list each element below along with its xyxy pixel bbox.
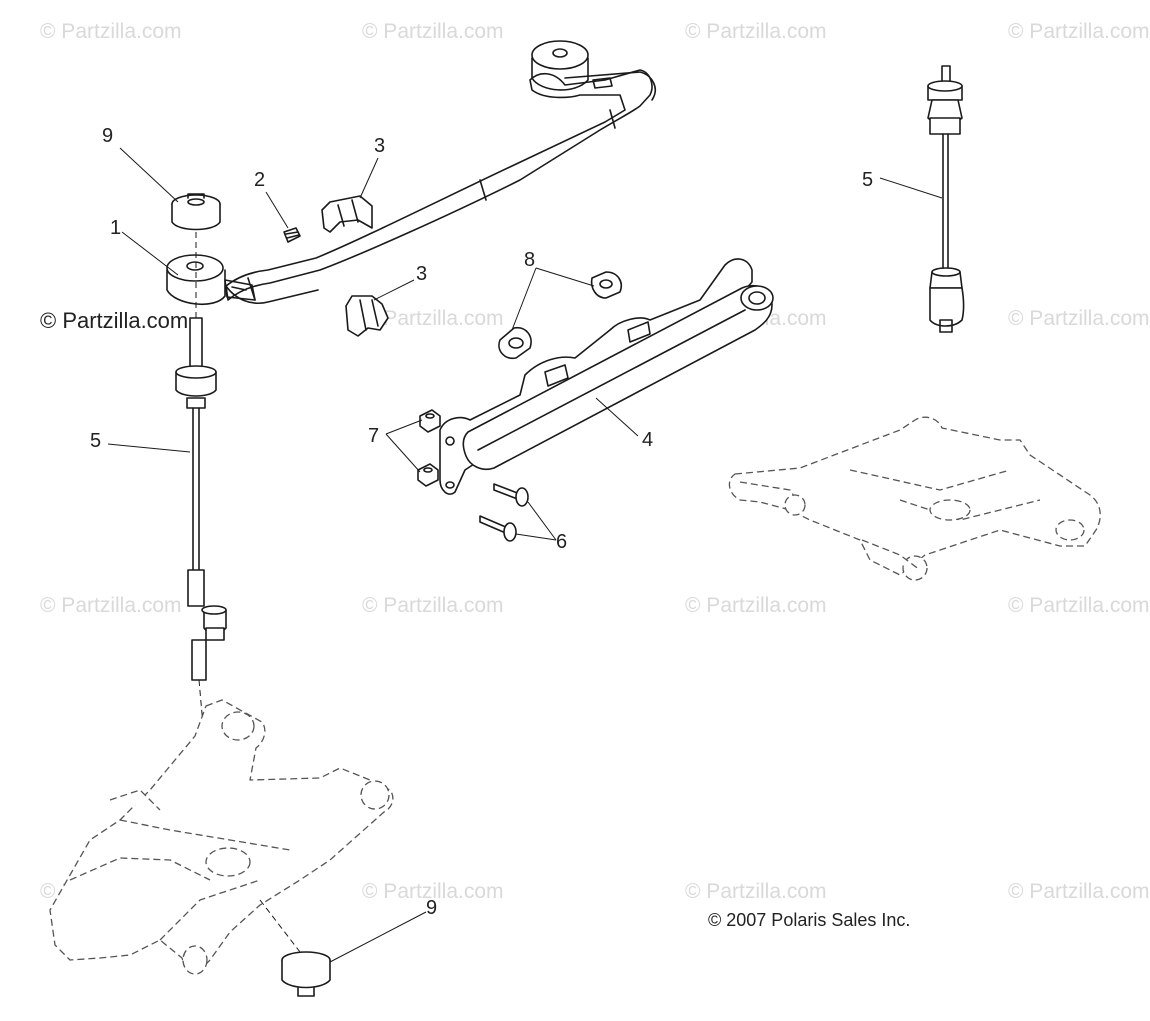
callout-9-bottom: 9 [426, 897, 437, 919]
callout-9-top: 9 [102, 125, 113, 147]
watermark: © Partzilla.com [362, 594, 504, 617]
callout-4: 4 [642, 429, 653, 451]
callout-1: 1 [110, 217, 121, 239]
callout-6: 6 [556, 531, 567, 553]
lock-nuts [417, 409, 441, 487]
watermark: © Partzilla.com [362, 20, 504, 43]
copyright-notice: © 2007 Polaris Sales Inc. [708, 910, 910, 930]
stabilizer-bar [225, 40, 656, 304]
watermark-layer: © Partzilla.com © Partzilla.com © Partzi… [40, 20, 1150, 903]
callout-5-right: 5 [862, 169, 873, 191]
bushing-pair [498, 271, 622, 360]
swingarm-left [49, 699, 394, 975]
bar-end-mount [166, 254, 256, 305]
bushing-clamp-mid [345, 295, 389, 337]
swingarm-right [728, 416, 1101, 581]
watermark-dark: © Partzilla.com [40, 308, 188, 333]
callout-3-top: 3 [374, 135, 385, 157]
leader-lines [107, 147, 943, 963]
watermark: © Partzilla.com [40, 594, 182, 617]
watermark: © Partzilla.com [1008, 20, 1150, 43]
callout-2: 2 [254, 169, 265, 191]
grommet-bottom [259, 899, 331, 997]
watermark: © Partzilla.com [362, 307, 504, 330]
grommet-top [171, 193, 221, 231]
stabilizer-link-left [175, 232, 227, 861]
watermark: © Partzilla.com [1008, 594, 1150, 617]
bushing-clamp-top [321, 195, 373, 233]
callout-8: 8 [524, 249, 535, 271]
set-screw [283, 227, 301, 243]
stabilizer-link-right [927, 65, 965, 333]
watermark: © Partzilla.com [685, 880, 827, 903]
mounting-bracket [439, 258, 774, 495]
bolts [479, 483, 529, 542]
callout-3-mid: 3 [416, 263, 427, 285]
watermark: © Partzilla.com [1008, 307, 1150, 330]
watermark: © Partzilla.com [685, 594, 827, 617]
watermark: © Partzilla.com [685, 20, 827, 43]
watermark: © Partzilla.com [362, 880, 504, 903]
callout-5-left: 5 [90, 430, 101, 452]
callout-labels: 9 1 2 3 3 8 5 5 7 4 6 9 [90, 125, 873, 919]
callout-7: 7 [368, 425, 379, 447]
watermark: © Partzilla.com [40, 20, 182, 43]
watermark: © Partzilla.com [1008, 880, 1150, 903]
